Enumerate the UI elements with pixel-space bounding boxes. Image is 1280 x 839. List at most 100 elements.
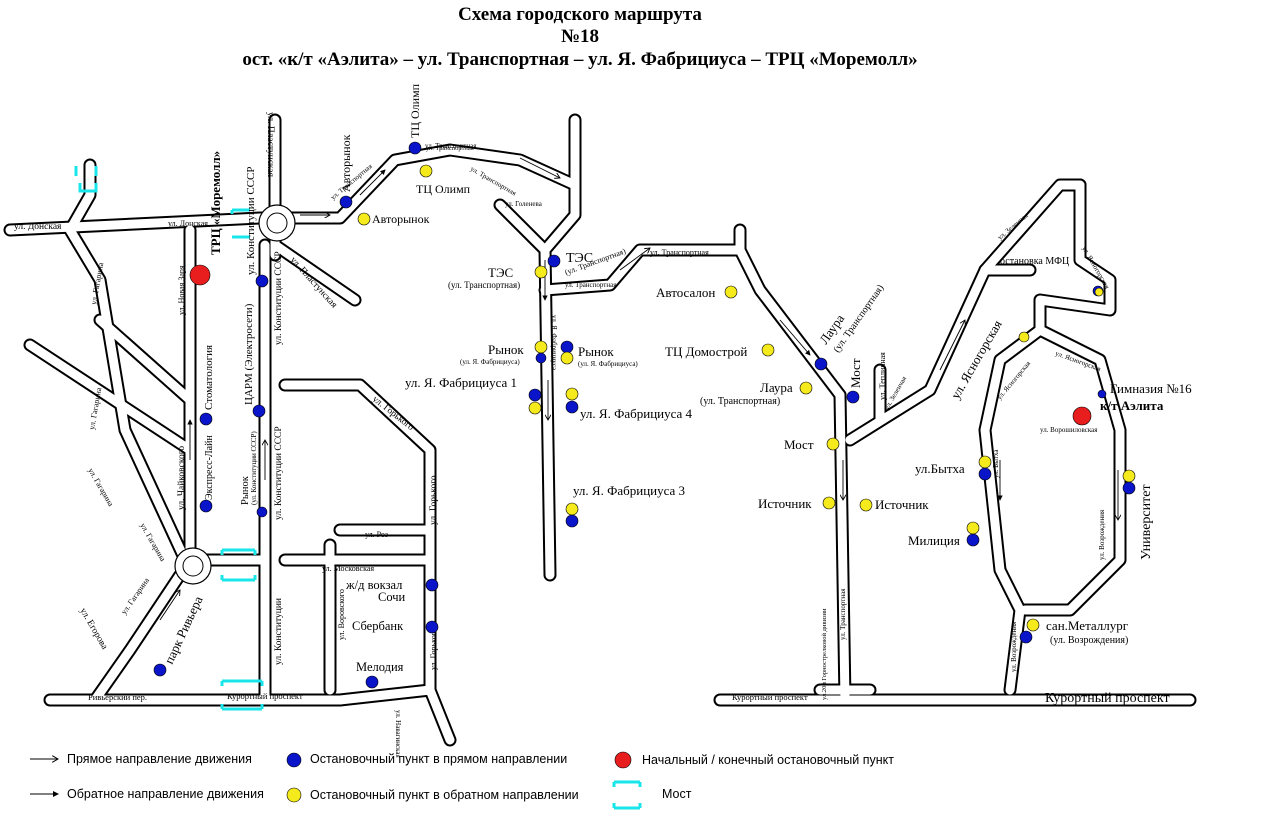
street-novaya-zarya: ул. Новая Заря	[177, 265, 186, 315]
stop-label-rynok-k-sub: (ул. Конституции СССР)	[250, 431, 258, 505]
stop-label-rynok-2-sub: (ул. Я. Фабрициуса)	[578, 360, 638, 368]
street-gorkogo-1: ул. Горького	[370, 394, 415, 433]
stop-forward-marker	[560, 340, 574, 354]
street-bytha: ул. Бытха	[992, 449, 1000, 478]
stop-label-zhd: ж/д вокзал	[345, 578, 402, 592]
stop-reverse-marker	[357, 212, 371, 226]
legend	[30, 751, 642, 810]
street-gagarina-2: ул. Гагарина	[87, 386, 103, 430]
stop-forward-marker	[528, 388, 542, 402]
street-teplichnaya: ул. Тепличная	[878, 352, 887, 400]
stop-reverse-marker	[859, 498, 873, 512]
stop-reverse-marker	[761, 343, 775, 357]
stop-forward-marker	[1097, 389, 1107, 399]
street-kurortny-3: Курортный проспект	[1045, 691, 1170, 706]
stop-reverse-marker	[1018, 331, 1030, 343]
stop-forward-marker	[153, 663, 167, 677]
street-transportnaya-4: ул. Транспортная	[650, 248, 709, 257]
bridge-2	[78, 183, 98, 193]
street-konstitucii-3: ул. Конституции	[274, 598, 284, 665]
stop-label-laura-2-sub: (ул. Транспортная)	[700, 396, 780, 407]
stop-forward-marker	[425, 620, 439, 634]
stop-label-sberbank: Сбербанк	[352, 619, 404, 633]
stop-label-melodiya: Мелодия	[356, 660, 404, 674]
map-title: Схема городского маршрута	[458, 4, 702, 25]
stop-label-tc-domostroy: ТЦ Домострой	[665, 344, 747, 359]
stop-forward-marker	[365, 675, 379, 689]
stop-label-carm: ЦАРМ (Электросети)	[243, 303, 255, 405]
street-kurortny-1: Курортный проспект	[227, 691, 303, 701]
stop-label-konst: ул. Конституции СССР	[245, 167, 257, 275]
stop-label-gimnaziya: Гимназия №16	[1110, 381, 1192, 396]
stop-forward-marker	[408, 141, 422, 155]
street-konstitucii: ул. Конституции СССР	[274, 251, 284, 345]
stop-forward-marker	[425, 578, 439, 592]
stop-forward-marker	[814, 357, 828, 371]
stop-forward-marker	[978, 467, 992, 481]
stop-forward-marker	[256, 506, 268, 518]
stop-reverse-marker	[565, 502, 579, 516]
bridge-3	[230, 208, 250, 214]
street-vozrozhdeniya-2: ул. Возрождения	[1010, 621, 1018, 672]
terminal-stop-marker	[189, 264, 211, 286]
stop-label-express: Экспресс-Лайн	[204, 435, 215, 500]
stop-reverse-marker	[565, 387, 579, 401]
street-plastunskaya-v: ул. Пластунская	[265, 112, 275, 178]
stop-forward-marker	[199, 412, 213, 426]
bridge-legend-icon	[612, 780, 642, 810]
street-transportnaya-v: ул. Транспортная	[839, 588, 847, 640]
stop-label-metallurg: сан.Металлург	[1046, 618, 1128, 633]
street-gagarina-3: ул. Гагарина	[86, 467, 115, 509]
stop-reverse-marker	[1122, 469, 1136, 483]
stop-reverse-legend-icon	[286, 787, 302, 803]
stop-label-tc-olimp-sub: ул. Транспортная	[426, 145, 474, 152]
route-number: №18	[560, 26, 600, 47]
route-description: ост. «к/т «Аэлита» – ул. Транспортная – …	[242, 49, 918, 70]
street-rivierskiy: Ривьерский пер.	[88, 692, 147, 702]
stop-label-universitet: Университет	[1139, 484, 1154, 560]
stop-reverse-marker	[826, 437, 840, 451]
legend-bridge-label: Мост	[662, 787, 692, 801]
street-transportnaya-2: ул. Транспортная	[469, 165, 518, 198]
street-donskaya-2: ул. Донская	[168, 219, 208, 228]
street-gorkogo-3: ул. Горького	[429, 628, 438, 670]
street-goleneva: ул. Голенева	[505, 200, 543, 208]
stop-reverse-marker	[799, 381, 813, 395]
street-transportnaya-5: ул. Транспортная	[565, 281, 617, 289]
legend-forward-label: Прямое направление движения	[67, 752, 252, 766]
stop-label-tes-2: ТЭС	[488, 265, 513, 280]
stop-reverse-marker	[978, 455, 992, 469]
street-fabriciusa: ул. Я. Фабрициуса	[550, 315, 558, 371]
street-kurortny-2: Курортный проспект	[732, 692, 808, 702]
bridge-6	[220, 575, 257, 582]
stop-forward-marker	[199, 499, 213, 513]
bridge-7	[220, 679, 264, 686]
street-moskovskaya: ул. Московская	[322, 564, 374, 573]
stop-label-rynok-k: Рынок	[240, 475, 251, 505]
stop-forward-legend-icon	[286, 752, 302, 768]
stop-label-metallurg-sub: (ул. Возрождения)	[1050, 635, 1128, 646]
stop-label-most-2: Мост	[784, 437, 814, 452]
street-voroshilovskaya: ул. Ворошиловская	[1040, 426, 1098, 434]
stop-reverse-marker	[534, 340, 548, 354]
stop-label-bytha: ул.Бытха	[915, 461, 965, 476]
street-roz: ул. Роз	[365, 530, 388, 539]
stop-label-fabr-3: ул. Я. Фабрициуса 3	[573, 483, 685, 498]
route-arrows	[159, 157, 1118, 621]
stop-forward-marker	[1122, 481, 1136, 495]
stop-label-mfc: остановка МФЦ	[1000, 256, 1069, 267]
stop-reverse-marker	[966, 521, 980, 535]
stop-forward-marker	[966, 533, 980, 547]
stop-forward-marker	[565, 514, 579, 528]
street-chaikovskogo: ул. Чайковского	[176, 446, 187, 510]
stop-label-aelita: к/т Аэлита	[1100, 398, 1164, 413]
road-network	[3, 113, 1197, 747]
stop-forward-marker	[535, 352, 547, 364]
stop-reverse-marker	[1094, 287, 1104, 297]
stop-label-istochnik-2: Источник	[875, 497, 929, 512]
stop-label-fabr-4: ул. Я. Фабрициуса 4	[580, 406, 693, 421]
stop-label-avtorynok-2: Авторынок	[372, 212, 430, 226]
stop-forward-marker	[252, 404, 266, 418]
stop-label-tc-olimp-1: ТЦ Олимп	[408, 83, 422, 138]
stop-forward-marker	[846, 390, 860, 404]
